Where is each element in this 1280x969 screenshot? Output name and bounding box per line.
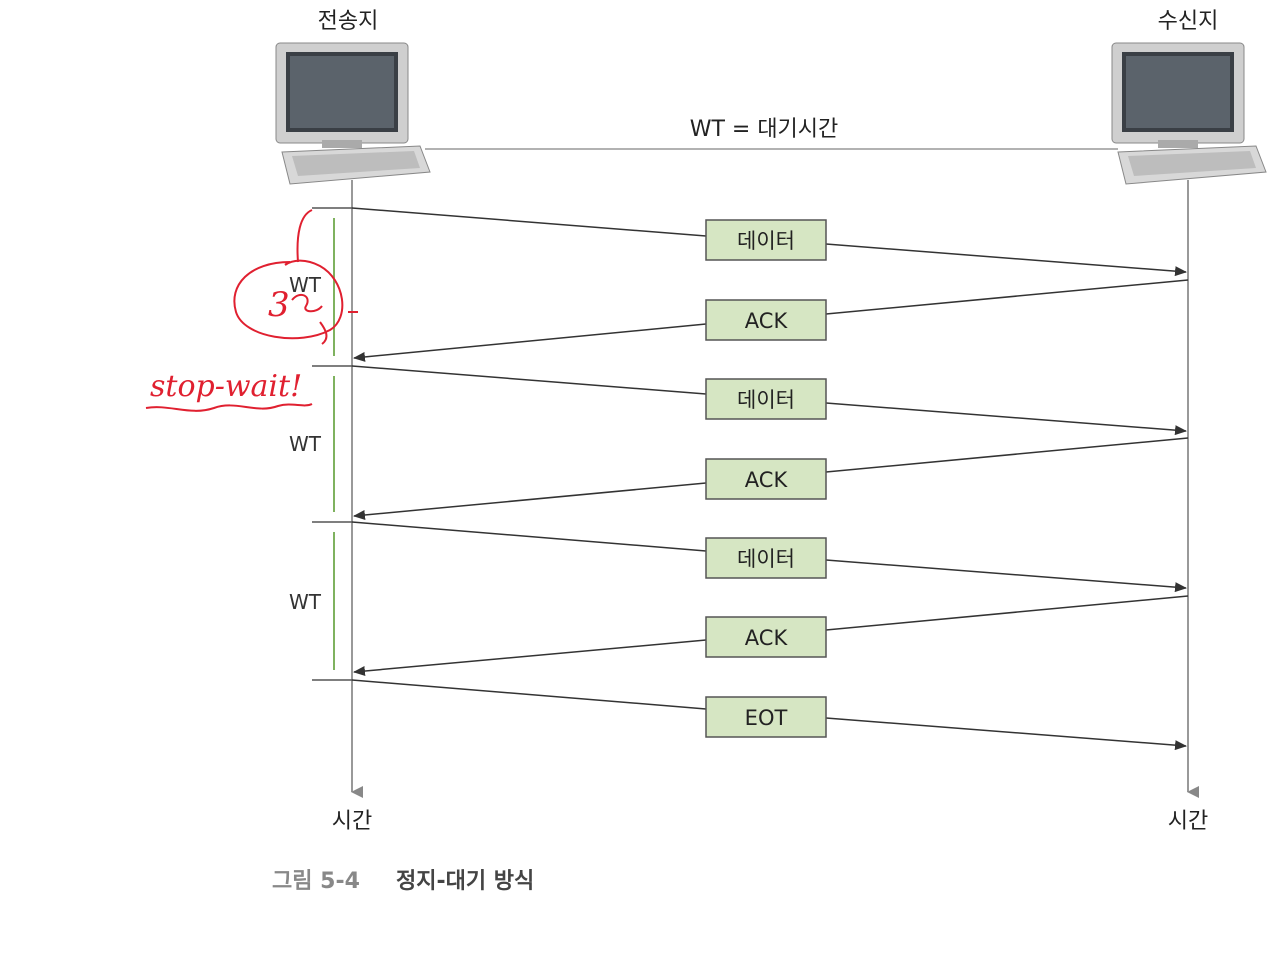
message-box: 데이터 <box>705 537 827 579</box>
wt-label: WT <box>289 432 322 456</box>
message-arrow <box>353 323 707 362</box>
message-label: ACK <box>745 468 789 492</box>
sender-computer-icon <box>275 42 431 185</box>
message-arrow <box>351 207 707 237</box>
message-arrow <box>825 559 1187 593</box>
message-box: 데이터 <box>705 378 827 420</box>
message-box: ACK <box>705 458 827 500</box>
receiver-label: 수신지 <box>1158 9 1219 34</box>
message-arrow <box>353 482 707 520</box>
message-arrow <box>825 717 1187 751</box>
message-box: ACK <box>705 616 827 658</box>
message-arrow <box>351 365 707 395</box>
message-label: ACK <box>745 309 789 333</box>
message-label: 데이터 <box>737 547 795 571</box>
message-arrow <box>825 279 1189 315</box>
sender-label: 전송지 <box>318 9 379 34</box>
message-arrow <box>351 679 707 710</box>
message-arrow <box>825 243 1187 277</box>
message-label: 데이터 <box>737 229 795 253</box>
figure-title: 정지-대기 방식 <box>396 869 534 894</box>
wt-label: WT <box>289 590 322 614</box>
message-arrow <box>825 437 1189 473</box>
wt-label: WT <box>289 273 322 297</box>
message-box: 데이터 <box>705 219 827 261</box>
message-label: EOT <box>745 706 788 730</box>
message-box: EOT <box>705 696 827 738</box>
handwritten-note: stop-wait! <box>150 369 302 404</box>
message-arrow <box>353 639 707 676</box>
sender-time-label: 시간 <box>332 809 372 834</box>
message-arrow <box>825 595 1189 631</box>
handwritten-annotation: 3 stop-wait! <box>145 209 358 412</box>
handwritten-circled-note: 3 <box>268 285 290 325</box>
message-arrow <box>351 521 707 552</box>
message-arrow <box>825 402 1187 436</box>
message-label: ACK <box>745 626 789 650</box>
figure-number: 그림 5-4 <box>272 869 360 894</box>
message-box: ACK <box>705 299 827 341</box>
legend-text: WT = 대기시간 <box>690 117 839 142</box>
receiver-time-label: 시간 <box>1168 809 1208 834</box>
receiver-computer-icon <box>1111 42 1267 185</box>
message-label: 데이터 <box>737 388 795 412</box>
